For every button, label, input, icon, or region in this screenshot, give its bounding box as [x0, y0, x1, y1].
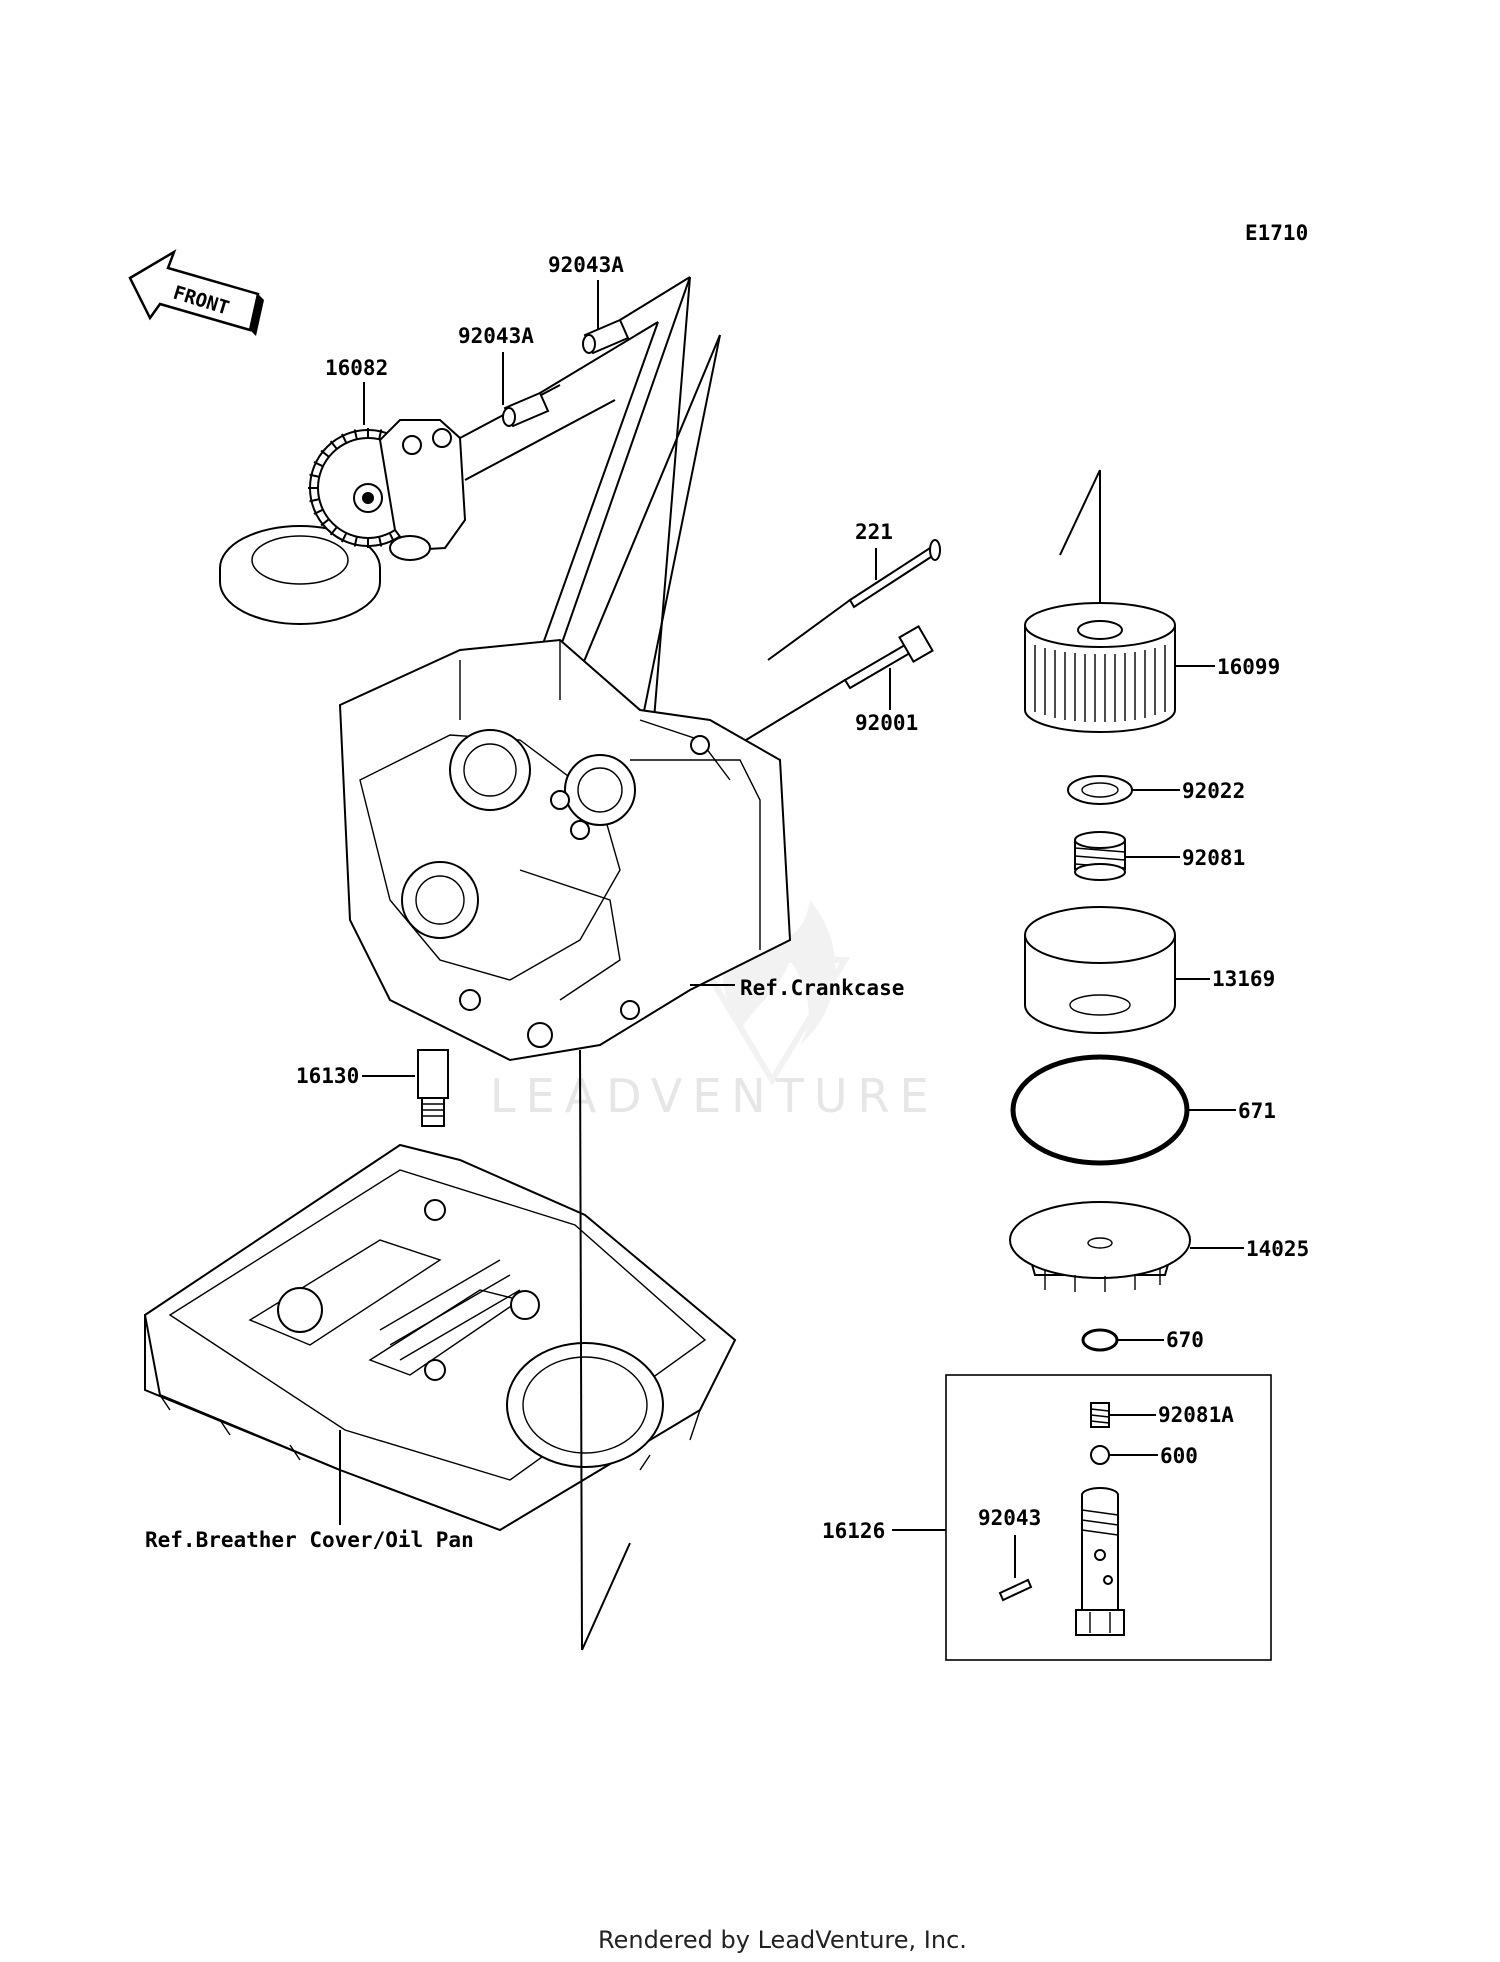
gear-tooth: [320, 518, 330, 527]
oil-pan: [143, 1143, 737, 1532]
cap-14025: [1009, 1201, 1191, 1292]
pin-92043: [998, 1578, 1033, 1602]
cover-13169: [1024, 906, 1176, 1034]
diagram-code: E1710: [1245, 221, 1308, 245]
front-arrow-icon: FRONT: [128, 249, 264, 336]
gear-tooth: [353, 536, 358, 547]
bypass-group-box: [945, 1374, 1272, 1661]
label-16082: 16082: [325, 356, 388, 380]
gear-tooth: [313, 508, 324, 515]
footer-credit: Rendered by LeadVenture, Inc.: [598, 1926, 967, 1954]
gear-tooth: [329, 440, 338, 450]
gear-tooth: [329, 526, 338, 536]
gear-tooth: [320, 449, 330, 458]
oil-filter-16099: [1024, 602, 1176, 733]
dowel-pin-top: [582, 318, 630, 355]
spring-92081: [1074, 831, 1126, 881]
gear-tooth: [313, 461, 324, 468]
spring-92081A: [1090, 1402, 1110, 1428]
label-92043A-top: 92043A: [548, 253, 624, 277]
gear-tooth: [309, 498, 320, 503]
label-92081: 92081: [1182, 846, 1245, 870]
label-16126: 16126: [822, 1519, 885, 1543]
bolt-92001: [679, 625, 934, 781]
label-14025: 14025: [1246, 1237, 1309, 1261]
gear-tooth: [378, 429, 383, 440]
label-92081A: 92081A: [1158, 1403, 1234, 1427]
ball-600: [1090, 1445, 1110, 1465]
gear-tooth: [341, 532, 348, 543]
oil-pump: [219, 384, 616, 625]
label-16130: 16130: [296, 1064, 359, 1088]
o-ring-671: [1010, 1054, 1190, 1166]
watermark-text: LEADVENTURE: [490, 1069, 939, 1123]
o-ring-670: [1081, 1328, 1119, 1352]
fitting-16130: [417, 1049, 449, 1127]
gear-tooth: [309, 473, 320, 478]
label-16099: 16099: [1217, 655, 1280, 679]
bypass-bolt: [1075, 1487, 1125, 1636]
gear-tooth: [378, 536, 383, 547]
label-ref-crankcase: Ref.Crankcase: [740, 976, 904, 1000]
gear-tooth: [341, 433, 348, 444]
bolt-221: [767, 539, 941, 661]
label-670: 670: [1166, 1328, 1204, 1352]
label-92043A-mid: 92043A: [458, 324, 534, 348]
label-671: 671: [1238, 1099, 1276, 1123]
washer-92022: [1067, 775, 1133, 805]
label-ref-oil-pan: Ref.Breather Cover/Oil Pan: [145, 1528, 474, 1552]
label-92022: 92022: [1182, 779, 1245, 803]
label-92043: 92043: [978, 1506, 1041, 1530]
gear-tooth: [353, 429, 358, 440]
label-92001: 92001: [855, 711, 918, 735]
label-221: 221: [855, 520, 893, 544]
crankcase: [338, 638, 792, 1062]
dowel-pin-mid: [502, 391, 550, 428]
label-13169: 13169: [1212, 967, 1275, 991]
label-600: 600: [1160, 1444, 1198, 1468]
